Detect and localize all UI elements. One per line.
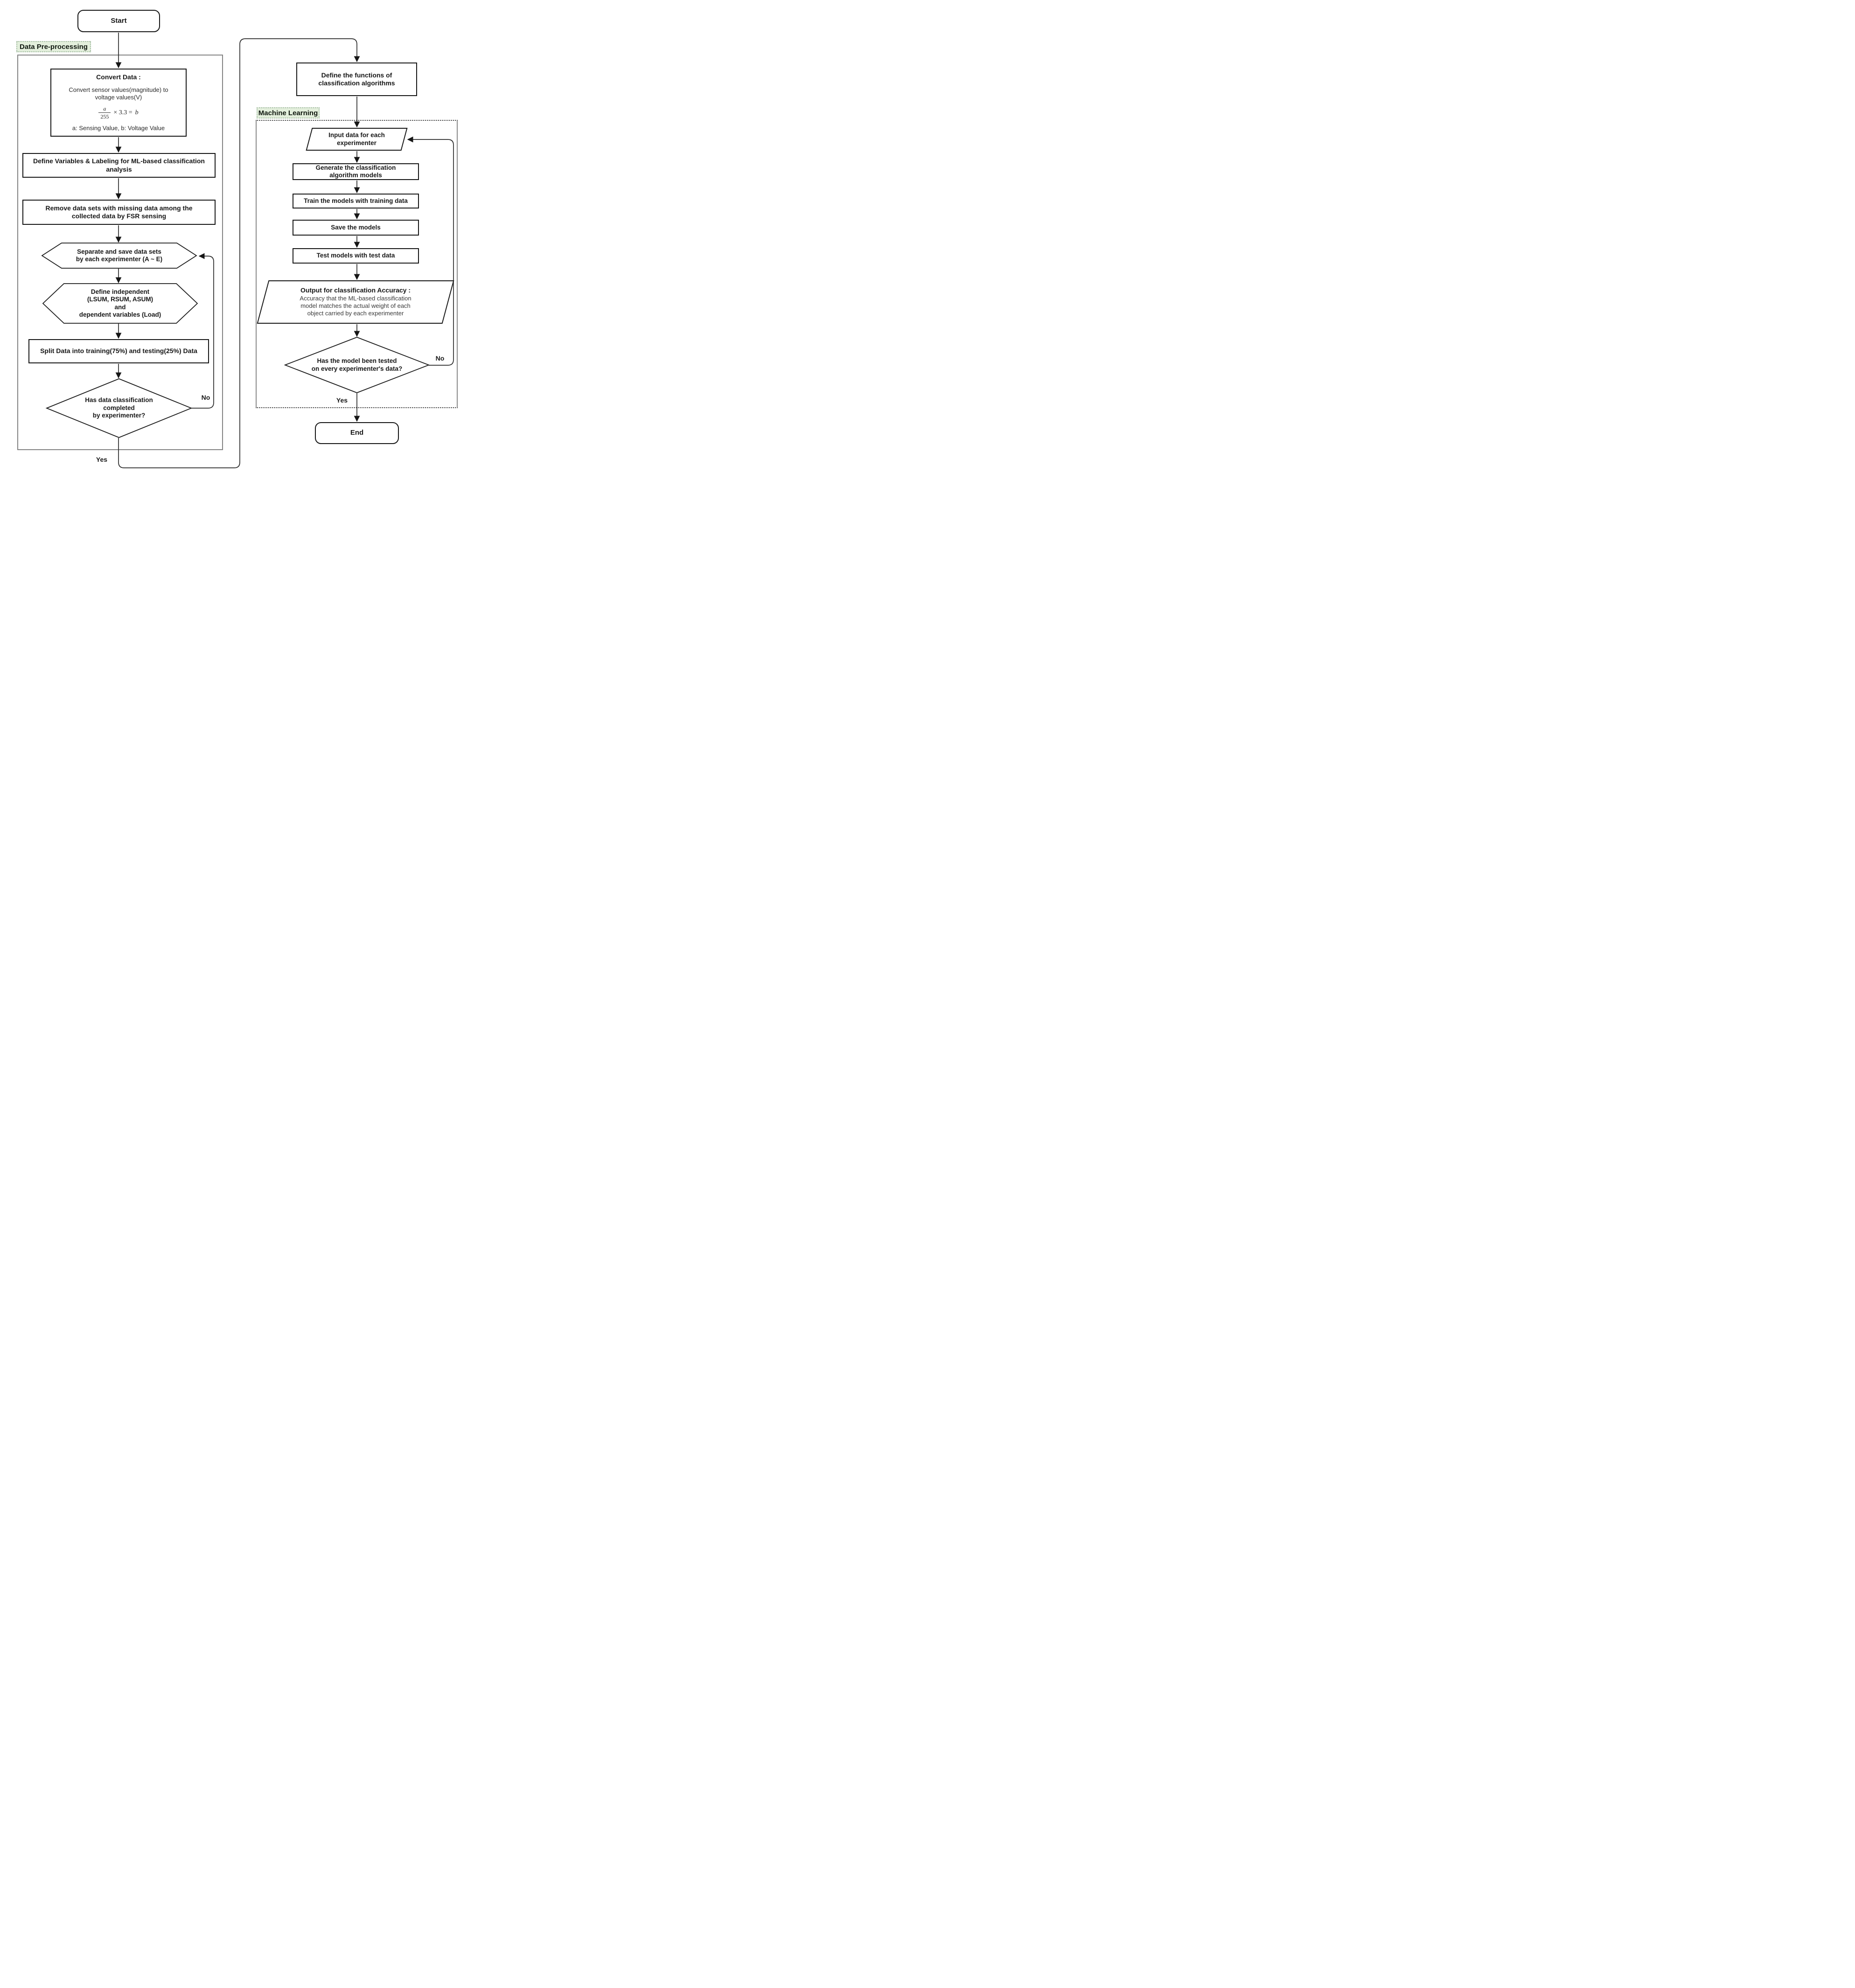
end-label: End <box>350 429 364 437</box>
conversion-formula: a 255 × 3.3 = b <box>98 106 139 119</box>
define-functions-process: Define the functions of classification a… <box>296 63 417 96</box>
define-variables-labeling-process: Define Variables & Labeling for ML-based… <box>22 153 216 178</box>
start-terminator: Start <box>77 10 160 32</box>
save-models-process: Save the models <box>293 220 419 236</box>
section-label-data-preprocessing: Data Pre-processing <box>16 41 91 52</box>
end-terminator: End <box>315 422 399 444</box>
generate-models-process: Generate the classification algorithm mo… <box>293 163 419 180</box>
convert-note: a: Sensing Value, b: Voltage Value <box>72 125 165 132</box>
input-data-parallelogram: Input data for each experimenter <box>306 128 408 151</box>
output-accuracy-label: Output for classification Accuracy : Acc… <box>300 286 411 317</box>
start-label: Start <box>111 16 127 25</box>
remove-missing-data-process: Remove data sets with missing data among… <box>22 200 216 225</box>
input-data-label: Input data for each experimenter <box>328 131 385 146</box>
classification-complete-decision: Has data classification completed by exp… <box>85 396 153 419</box>
variables-hexagon-shape <box>42 283 198 324</box>
convert-title: Convert Data : <box>96 73 141 81</box>
convert-data-process: Convert Data : Convert sensor values(mag… <box>50 69 187 137</box>
separate-hexagon-shape <box>41 243 197 269</box>
fraction: a 255 <box>98 106 111 119</box>
model-tested-decision: Has the model been tested on every exper… <box>311 357 403 372</box>
section-label-text: Data Pre-processing <box>20 42 88 51</box>
edge-label-no-left: No <box>201 394 210 401</box>
split-data-process: Split Data into training(75%) and testin… <box>28 339 209 363</box>
section-label-machine-learning: Machine Learning <box>257 107 320 118</box>
data-preprocessing-container <box>17 55 223 450</box>
separate-save-hexagon: Separate and save data sets by each expe… <box>76 248 163 263</box>
connector-layer <box>41 33 454 468</box>
edge-label-no-right: No <box>435 355 445 362</box>
edge-label-yes-right: Yes <box>336 396 348 404</box>
independent-dependent-variables-hexagon: Define independent (LSUM, RSUM, ASUM) an… <box>79 288 161 318</box>
section-label-text: Machine Learning <box>258 109 318 117</box>
flowchart-canvas: Data Pre-processing Machine Learning Sta… <box>0 0 464 497</box>
convert-body: Convert sensor values(magnitude) to volt… <box>69 86 168 101</box>
output-accuracy-parallelogram: Output for classification Accuracy : Acc… <box>257 280 454 324</box>
train-models-process: Train the models with training data <box>293 194 419 209</box>
test-models-process: Test models with test data <box>293 248 419 264</box>
edge-label-yes-left: Yes <box>96 456 108 463</box>
